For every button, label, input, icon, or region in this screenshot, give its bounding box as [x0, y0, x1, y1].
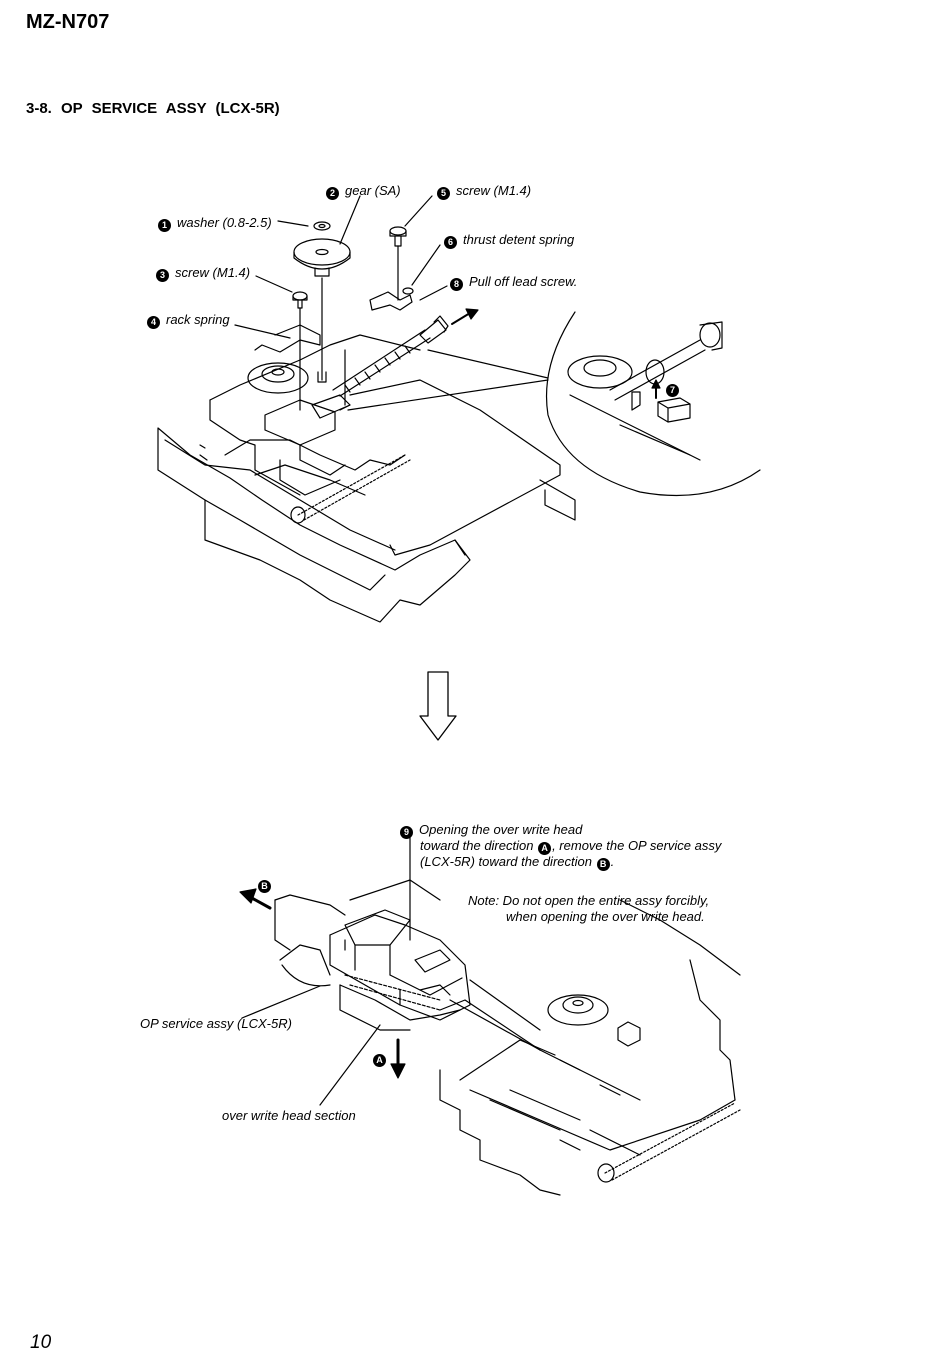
owh-section-label: over write head section [222, 1108, 356, 1123]
step-5-number: 5 [437, 187, 450, 200]
step-6-caption: 6 thrust detent spring [444, 233, 574, 249]
step-8-caption: 8 Pull off lead screw. [450, 275, 577, 291]
step-2-caption: 2 gear (SA) [326, 184, 401, 200]
step-9-text1: Opening the over write head [419, 822, 583, 837]
step-8-number: 8 [450, 278, 463, 291]
step-9-line3: (LCX-5R) toward the direction B. [420, 855, 614, 871]
op-assy-drawing [274, 879, 541, 1051]
chassis-bottom-drawing [439, 899, 741, 1196]
step-3-number: 3 [156, 269, 169, 282]
step-9-text2-post: , remove the OP service assy [552, 838, 722, 853]
step-9-line2: toward the direction A, remove the OP se… [420, 839, 721, 855]
step-9-line1: 9 Opening the over write head [400, 823, 582, 839]
op-assy-label: OP service assy (LCX-5R) [140, 1016, 292, 1031]
step-7-number: 7 [666, 384, 679, 397]
step-3-caption: 3 screw (M1.4) [156, 266, 250, 282]
step-1-label: washer (0.8-2.5) [177, 215, 272, 230]
step-5-caption: 5 screw (M1.4) [437, 184, 531, 200]
step-1-caption: 1 washer (0.8-2.5) [158, 216, 272, 232]
step-9-text3-pre: (LCX-5R) toward the direction [420, 854, 596, 869]
step-4-label: rack spring [166, 312, 230, 327]
note-line1: Note: Do not open the entire assy forcib… [468, 893, 710, 908]
note-line2: when opening the over write head. [506, 909, 705, 924]
step-4-number: 4 [147, 316, 160, 329]
step-1-number: 1 [158, 219, 171, 232]
section-title: 3-8. OP SERVICE ASSY (LCX-5R) [26, 100, 280, 117]
page-number: 10 [30, 1332, 52, 1353]
arrow-b-label: B [258, 877, 271, 893]
step-2-label: gear (SA) [345, 183, 401, 198]
model-name: MZ-N707 [26, 11, 110, 33]
direction-a-badge: A [538, 842, 552, 855]
step-9-text2-pre: toward the direction [420, 838, 538, 853]
step-4-caption: 4 rack spring [147, 313, 230, 329]
step-9-number: 9 [400, 826, 413, 839]
step-7-caption: 7 [666, 381, 685, 397]
direction-b-badge: B [596, 858, 610, 871]
step-9-text3-post: . [610, 854, 615, 869]
step-6-number: 6 [444, 236, 457, 249]
chassis-top-drawing [157, 334, 576, 623]
arrow-a-label: A [373, 1051, 386, 1067]
step-6-label: thrust detent spring [463, 232, 575, 247]
step-2-number: 2 [326, 187, 339, 200]
step-5-label: screw (M1.4) [456, 183, 532, 198]
step-8-label: Pull off lead screw. [469, 274, 578, 289]
lead-screw-drawing [332, 315, 449, 397]
step-3-label: screw (M1.4) [175, 265, 251, 280]
